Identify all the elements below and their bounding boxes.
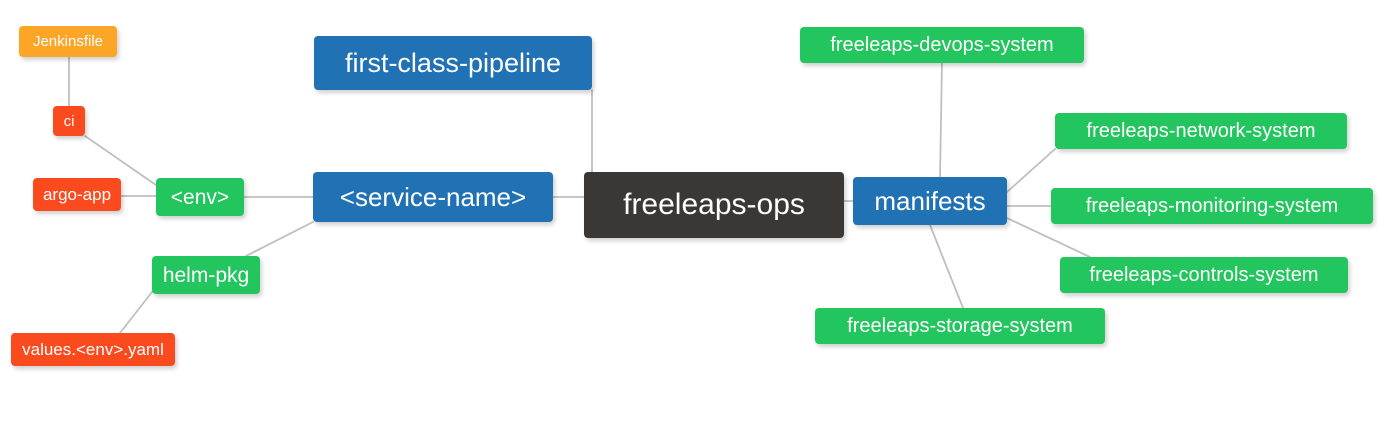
node-label: freeleaps-storage-system: [847, 315, 1073, 337]
edge-helm-pkg-to-values-env-yaml: [119, 291, 153, 334]
edge-manifests-to-freeleaps-network-system: [1006, 148, 1056, 193]
mindmap-node-freeleaps-network-system[interactable]: freeleaps-network-system: [1055, 113, 1347, 149]
node-label: first-class-pipeline: [344, 47, 562, 78]
mindmap-node-ci[interactable]: ci: [53, 106, 85, 136]
mindmap-node-argo-app[interactable]: argo-app: [33, 178, 121, 211]
mindmap-node-first-class-pipeline[interactable]: first-class-pipeline: [314, 36, 592, 90]
node-label: Jenkinsfile: [32, 33, 104, 50]
mindmap-node-freeleaps-ops[interactable]: freeleaps-ops: [584, 172, 844, 238]
node-label: freeleaps-network-system: [1086, 120, 1316, 142]
mindmap-node-jenkinsfile[interactable]: Jenkinsfile: [19, 26, 117, 57]
node-label: ci: [63, 112, 75, 130]
node-label: manifests: [874, 186, 986, 216]
mindmap-node-service-name[interactable]: <service-name>: [313, 172, 553, 222]
mindmap-node-freeleaps-monitoring-system[interactable]: freeleaps-monitoring-system: [1051, 188, 1373, 224]
mindmap-node-helm-pkg[interactable]: helm-pkg: [152, 256, 260, 294]
edge-service-name-to-helm-pkg: [245, 221, 314, 257]
mindmap-node-manifests[interactable]: manifests: [853, 177, 1007, 225]
node-label: freeleaps-controls-system: [1089, 264, 1319, 286]
node-label: freeleaps-monitoring-system: [1085, 195, 1339, 217]
node-label: freeleaps-ops: [623, 188, 805, 221]
mindmap-node-values-env-yaml[interactable]: values.<env>.yaml: [11, 333, 175, 366]
node-label: freeleaps-devops-system: [830, 34, 1054, 56]
node-label: argo-app: [42, 185, 112, 204]
node-label: values.<env>.yaml: [22, 340, 164, 359]
mindmap-node-freeleaps-devops-system[interactable]: freeleaps-devops-system: [800, 27, 1084, 63]
node-label: <service-name>: [339, 182, 527, 212]
edge-manifests-to-freeleaps-storage-system: [929, 224, 964, 309]
node-label: <env>: [170, 185, 230, 209]
mindmap-node-env[interactable]: <env>: [156, 178, 244, 216]
mindmap-node-freeleaps-controls-system[interactable]: freeleaps-controls-system: [1060, 257, 1348, 293]
node-label: helm-pkg: [162, 263, 250, 287]
edge-manifests-to-freeleaps-devops-system: [939, 62, 943, 178]
mindmap-node-freeleaps-storage-system[interactable]: freeleaps-storage-system: [815, 308, 1105, 344]
